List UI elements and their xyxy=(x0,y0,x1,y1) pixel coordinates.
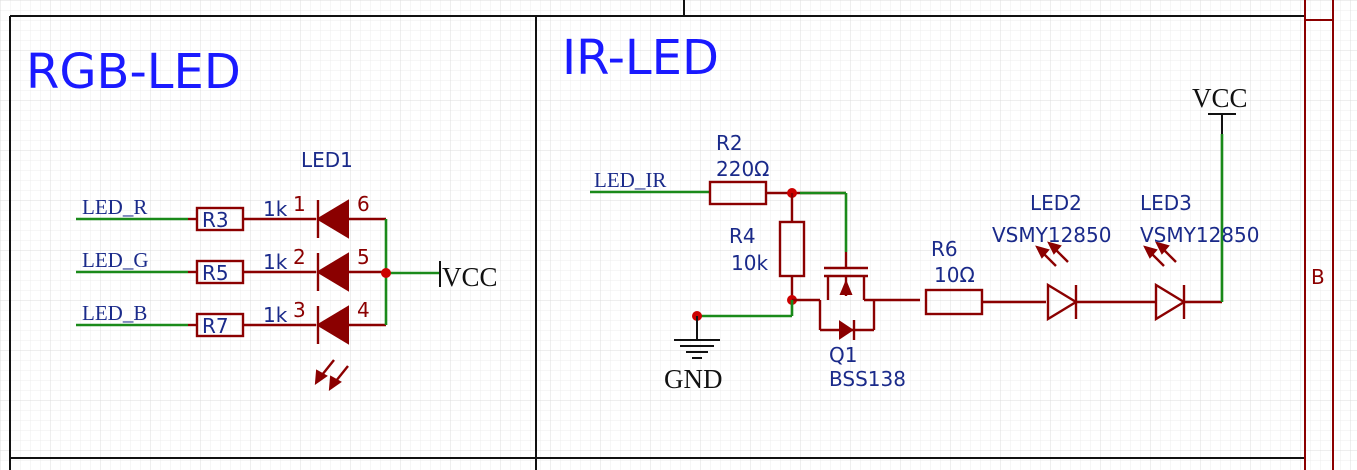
net-label-led-ir: LED_IR xyxy=(594,168,666,192)
net-label-led-g: LED_G xyxy=(82,248,149,272)
ir-led-section-title: IR-LED xyxy=(562,30,719,86)
led3-ref-label: LED3 xyxy=(1140,191,1192,215)
frame-zone-label: B xyxy=(1311,265,1325,289)
q1-value-label: BSS138 xyxy=(829,367,906,391)
r4-value-label: 10k xyxy=(731,251,768,275)
led3-diode xyxy=(1154,282,1222,322)
led2-ref-label: LED2 xyxy=(1030,191,1082,215)
junction-dot xyxy=(381,268,391,278)
led1-emission-arrows-icon xyxy=(314,359,349,392)
q1-ref-label: Q1 xyxy=(829,343,857,367)
r7-value-label: 1k xyxy=(263,303,288,327)
ir-vcc-label: VCC xyxy=(1192,83,1248,113)
led1-diode-green xyxy=(316,252,386,292)
r3-ref-label: R3 xyxy=(202,208,229,232)
r6-value-label: 10Ω xyxy=(934,263,975,287)
pin-number-4: 4 xyxy=(357,298,370,322)
pin-number-5: 5 xyxy=(357,245,370,269)
led2-emission-arrows-icon xyxy=(1035,241,1069,267)
r5-ref-label: R5 xyxy=(202,261,229,285)
pin-number-2: 2 xyxy=(293,245,306,269)
led3-value-label: VSMY12850 xyxy=(1140,223,1259,247)
led1-diode-red xyxy=(316,199,386,239)
r4-ref-label: R4 xyxy=(729,224,756,248)
pin-number-6: 6 xyxy=(357,192,370,216)
net-label-led-b: LED_B xyxy=(82,301,147,325)
led2-value-label: VSMY12850 xyxy=(992,223,1111,247)
q1-mosfet xyxy=(818,266,920,340)
gnd-symbol xyxy=(674,339,720,359)
r2-value-label: 220Ω xyxy=(716,157,769,181)
rgb-led-circuit xyxy=(76,199,441,392)
gnd-label: GND xyxy=(664,364,723,394)
r3-value-label: 1k xyxy=(263,197,288,221)
r2-ref-label: R2 xyxy=(716,131,743,155)
pin-number-1: 1 xyxy=(293,192,306,216)
ir-led-circuit xyxy=(590,113,1236,359)
r5-value-label: 1k xyxy=(263,250,288,274)
net-label-led-r: LED_R xyxy=(82,195,147,219)
led3-emission-arrows-icon xyxy=(1143,241,1177,267)
pin-number-3: 3 xyxy=(293,298,306,322)
rgb-led-section-title: RGB-LED xyxy=(26,44,241,100)
led1-diode-blue xyxy=(316,305,386,345)
r7-ref-label: R7 xyxy=(202,314,229,338)
led2-diode xyxy=(1046,282,1156,322)
sheet-frame xyxy=(9,0,1334,470)
r6-ref-label: R6 xyxy=(931,237,958,261)
led1-ref-label: LED1 xyxy=(301,148,353,172)
rgb-vcc-label: VCC xyxy=(442,262,498,292)
